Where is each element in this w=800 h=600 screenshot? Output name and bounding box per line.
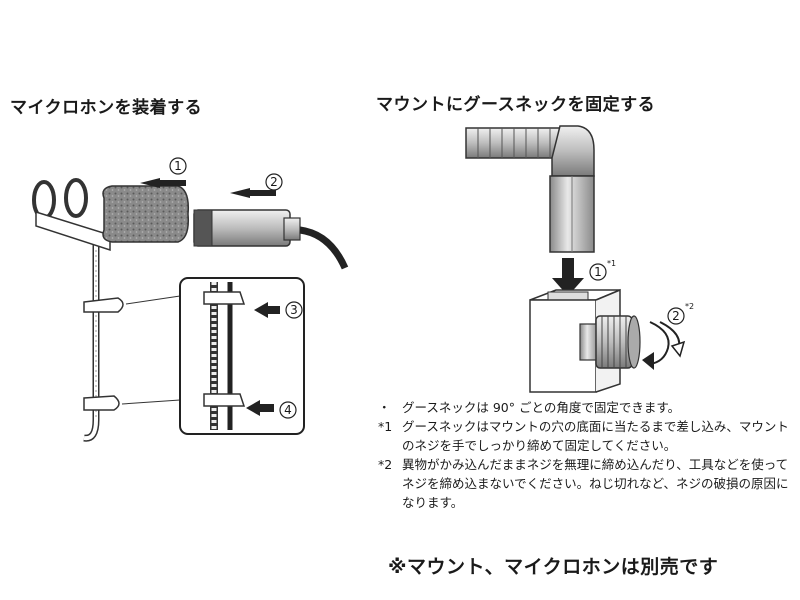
notes-list: ・ グースネックは 90° ごとの角度で固定できます。 *1 グースネックはマウ… xyxy=(378,398,798,512)
note-text: グースネックはマウントの穴の底面に当たるまで差し込み、マウントのネジを手でしっか… xyxy=(402,419,789,453)
step-2-label: 2 xyxy=(270,175,278,189)
note-bullet: ・ xyxy=(378,400,391,415)
step-4-label: 4 xyxy=(284,403,292,417)
note-mark: *1 xyxy=(378,419,393,434)
marker-2-sup: *2 xyxy=(685,302,694,311)
note-text: 異物がかみ込んだままネジを無理に締め込んだり、工具などを使ってネジを締め込まない… xyxy=(402,457,789,510)
marker-1: 1 *1 xyxy=(589,259,616,281)
microphone-capsule xyxy=(193,209,349,270)
marker-2: 2 *2 xyxy=(667,302,694,325)
arrow-step-2 xyxy=(230,188,276,198)
note-item: *1 グースネックはマウントの穴の底面に当たるまで差し込み、マウントのネジを手で… xyxy=(378,417,798,455)
step-2-marker: 2 xyxy=(265,173,283,191)
marker-1-sup: *1 xyxy=(607,259,616,268)
footer-note: ※マウント、マイクロホンは別売です xyxy=(388,556,719,578)
windscreen-foam xyxy=(102,185,190,243)
marker-1-label: 1 xyxy=(594,265,602,279)
left-section-title: マイクロホンを装着する xyxy=(10,98,203,118)
step-1-label: 1 xyxy=(174,159,182,173)
arrow-step-4 xyxy=(246,400,274,416)
mount-illustration xyxy=(529,288,641,393)
note-mark: *2 xyxy=(378,457,393,472)
step-4-marker: 4 xyxy=(279,401,297,419)
clip-detail-inset xyxy=(121,277,305,435)
arrow-step-3 xyxy=(254,302,280,318)
step-3-label: 3 xyxy=(290,303,298,317)
step-1-marker: 1 xyxy=(169,157,187,175)
arrow-step-1 xyxy=(140,178,186,188)
note-item: *2 異物がかみ込んだままネジを無理に締め込んだり、工具などを使ってネジを締め込… xyxy=(378,455,798,512)
step-3-marker: 3 xyxy=(285,301,303,319)
note-item: ・ グースネックは 90° ごとの角度で固定できます。 xyxy=(378,398,798,417)
note-text: グースネックは 90° ごとの角度で固定できます。 xyxy=(402,400,681,415)
rotate-arrow xyxy=(642,321,686,370)
insert-arrow xyxy=(552,258,584,296)
right-section-title: マウントにグースネックを固定する xyxy=(376,95,656,115)
marker-2-label: 2 xyxy=(672,309,680,323)
gooseneck-illustration xyxy=(465,125,595,253)
microphone-stand-illustration xyxy=(32,178,124,442)
